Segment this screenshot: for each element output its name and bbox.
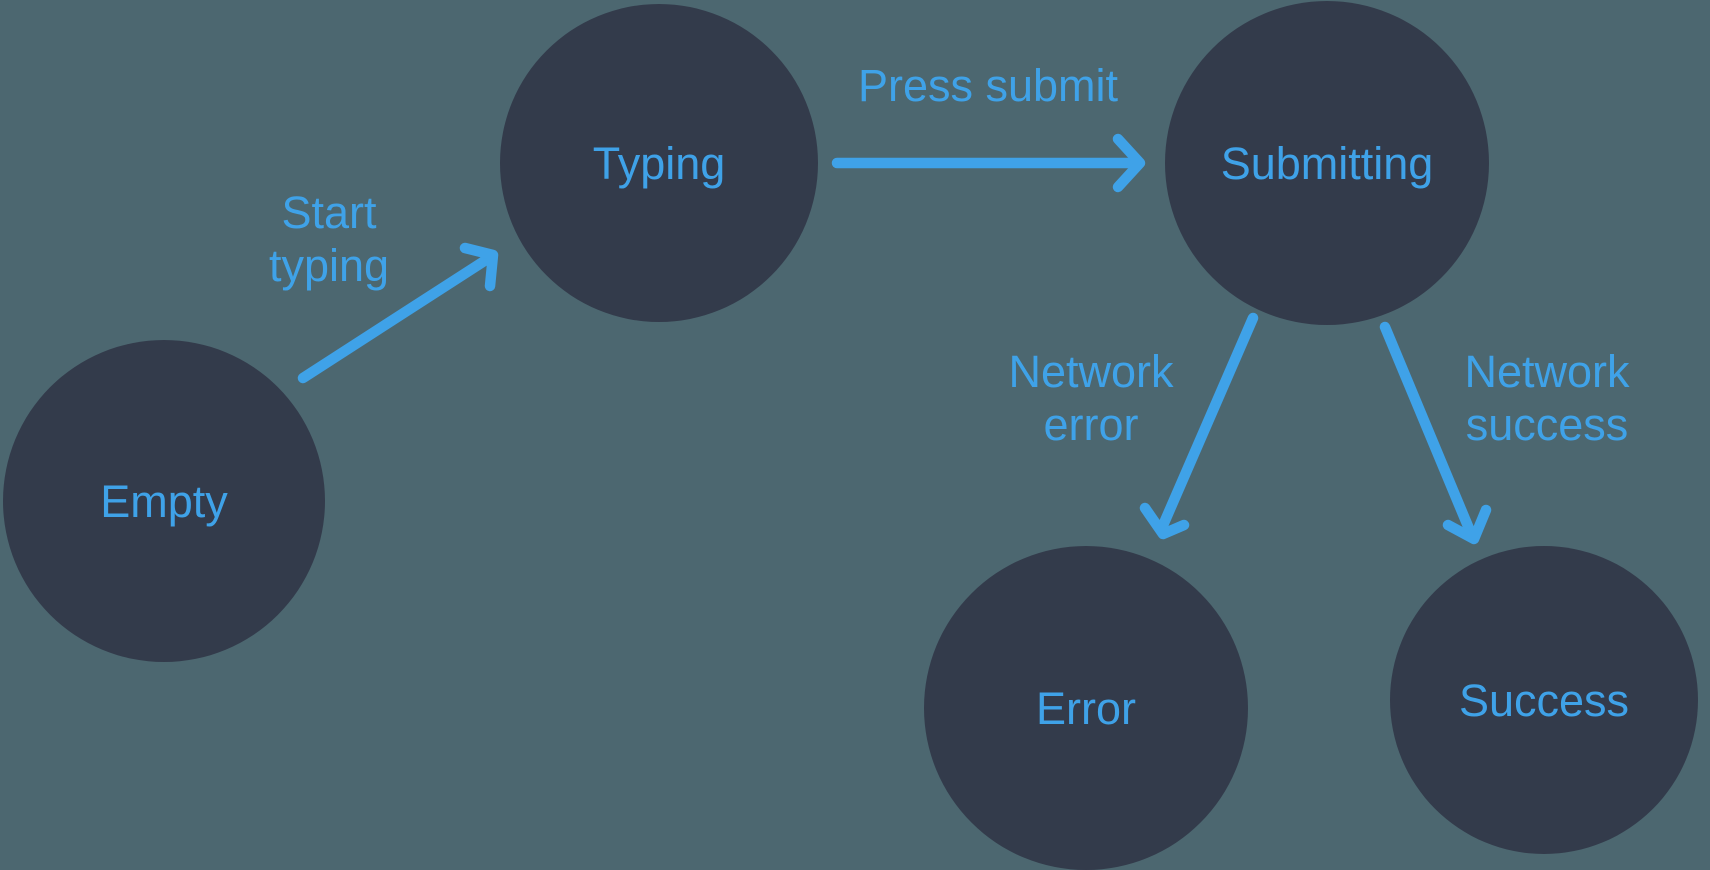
state-label-submitting: Submitting xyxy=(1220,137,1434,189)
transition-arrow-network-success xyxy=(1379,321,1492,545)
transition-label-network-success: Network success xyxy=(1464,345,1629,451)
label-line: Network xyxy=(1464,346,1630,397)
label-line: Network xyxy=(1008,346,1174,397)
label-line: error xyxy=(1043,399,1139,450)
transition-label-start-typing: Start typing xyxy=(269,186,389,292)
state-label-success: Success xyxy=(1458,674,1630,726)
label-line: success xyxy=(1465,399,1629,450)
state-label-empty: Empty xyxy=(100,475,228,527)
state-node-typing: Typing xyxy=(500,4,818,322)
state-node-empty: Empty xyxy=(3,340,325,662)
state-node-submitting: Submitting xyxy=(1165,1,1489,325)
state-label-typing: Typing xyxy=(592,137,726,189)
transition-label-network-error: Network error xyxy=(1008,345,1173,451)
state-node-error: Error xyxy=(924,546,1248,870)
transition-arrow-network-error xyxy=(1139,312,1259,540)
label-line: Press submit xyxy=(857,60,1119,111)
label-line: Start xyxy=(281,187,377,238)
state-node-success: Success xyxy=(1390,546,1698,854)
transition-arrow-start-typing xyxy=(297,242,499,384)
state-label-error: Error xyxy=(1036,682,1136,734)
transition-arrow-press-submit xyxy=(831,133,1146,193)
transition-label-press-submit: Press submit xyxy=(858,59,1118,112)
label-line: typing xyxy=(268,240,390,291)
